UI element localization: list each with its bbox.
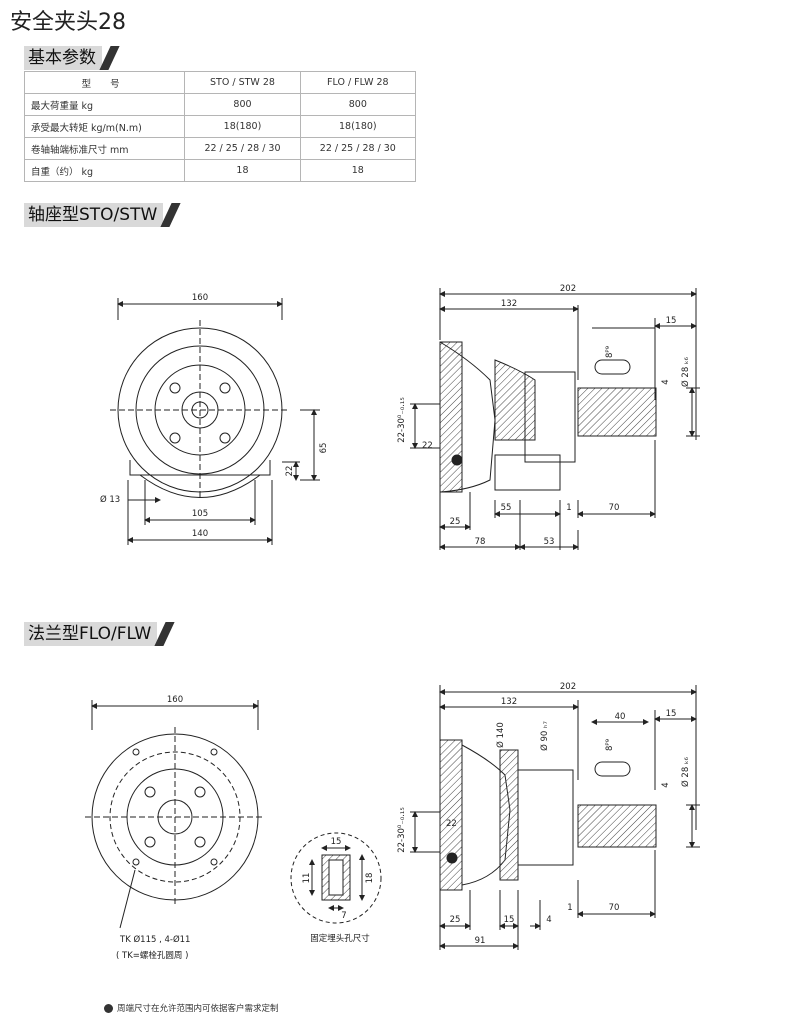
dim-label: 70: [609, 903, 620, 913]
dim-label: 25: [450, 915, 461, 925]
dim-label: 132: [501, 697, 517, 707]
dim-label: 160: [167, 695, 183, 705]
dim-label: 4: [661, 782, 671, 787]
dim-label: 15: [331, 837, 342, 847]
dim-label: 22: [285, 466, 295, 477]
dim-label: 70: [609, 503, 620, 513]
dim-label: 15: [666, 316, 677, 326]
footnote: 周端尺寸在允许范围内可依据客户需求定制: [104, 1002, 279, 1014]
dim-label: 140: [192, 529, 208, 539]
dim-label: Ø 140: [495, 722, 506, 748]
dim-label: 105: [192, 509, 208, 519]
flo-front-view: [85, 700, 382, 929]
dim-label: 4: [546, 915, 551, 925]
dim-label: 18: [365, 873, 375, 884]
dim-label: 4: [661, 379, 671, 384]
dim-label: Ø 28 ₖ₆: [680, 356, 691, 387]
dim-label: 15: [504, 915, 515, 925]
table-header-row: 型 号 STO / STW 28 FLO / FLW 28: [23, 71, 417, 94]
dim-label: 202: [560, 682, 576, 692]
insert-caption: 固定埋头孔尺寸: [310, 933, 370, 944]
dim-label: 22: [422, 441, 433, 451]
table-row: 承受最大转矩 kg/m(N.m) 18(180) 18(180): [23, 115, 417, 138]
dim-label: Ø 13: [100, 494, 120, 505]
dim-label: Ø 28 ₖ₆: [680, 756, 691, 787]
dim-label: 53: [544, 537, 555, 547]
dim-label: 15: [666, 709, 677, 719]
section-basic-params: 基本参数: [24, 46, 120, 70]
dim-label: 55: [501, 503, 512, 513]
dim-label: 202: [560, 284, 576, 294]
dim-label: 11: [302, 873, 312, 884]
dim-label: TK Ø115 , 4-Ø11: [119, 934, 190, 945]
bullet-icon: [104, 1003, 113, 1013]
section-sto-stw: 轴座型STO/STW: [24, 203, 181, 227]
dim-label: 22-30⁰₋₀.₁₅: [397, 807, 407, 853]
dim-label: 8ᴾ⁹: [605, 738, 615, 751]
table-row: 卷轴轴端标准尺寸 mm 22 / 25 / 28 / 30 22 / 25 / …: [23, 137, 417, 160]
flo-side-view: [410, 685, 700, 950]
page-title: 安全夹头28: [10, 10, 126, 35]
section-title: 轴座型STO/STW: [24, 203, 164, 227]
dim-label: 7: [341, 911, 346, 921]
dim-label: 22: [446, 819, 457, 829]
dim-label: 22-30⁰₋₀.₁₅: [397, 397, 407, 443]
dim-label: ( TK=螺栓孔圆周 ): [116, 950, 188, 961]
dim-label: 91: [475, 936, 486, 946]
footnote-text: 周端尺寸在允许范围内可依据客户需求定制: [117, 1004, 279, 1014]
section-title: 法兰型FLO/FLW: [24, 622, 158, 646]
section-title: 基本参数: [24, 46, 102, 70]
dim-label: 1: [566, 503, 571, 513]
dim-label: 8ᴾ⁹: [605, 345, 615, 358]
table-row: 自重（约） kg 18 18: [23, 159, 417, 182]
params-table: 型 号 STO / STW 28 FLO / FLW 28 最大荷重量 kg 8…: [23, 71, 417, 182]
dim-label: 78: [475, 537, 486, 547]
dim-label: 1: [567, 903, 572, 913]
section-flo-flw: 法兰型FLO/FLW: [24, 622, 175, 646]
sto-front-view: [110, 298, 320, 545]
dim-label: 65: [319, 443, 329, 454]
dim-label: 132: [501, 299, 517, 309]
dim-label: 25: [450, 517, 461, 527]
sto-side-view: [410, 288, 700, 550]
dim-label: 160: [192, 293, 208, 303]
dim-label: Ø 90 ₕ₇: [539, 721, 550, 751]
dim-label: 40: [615, 712, 626, 722]
